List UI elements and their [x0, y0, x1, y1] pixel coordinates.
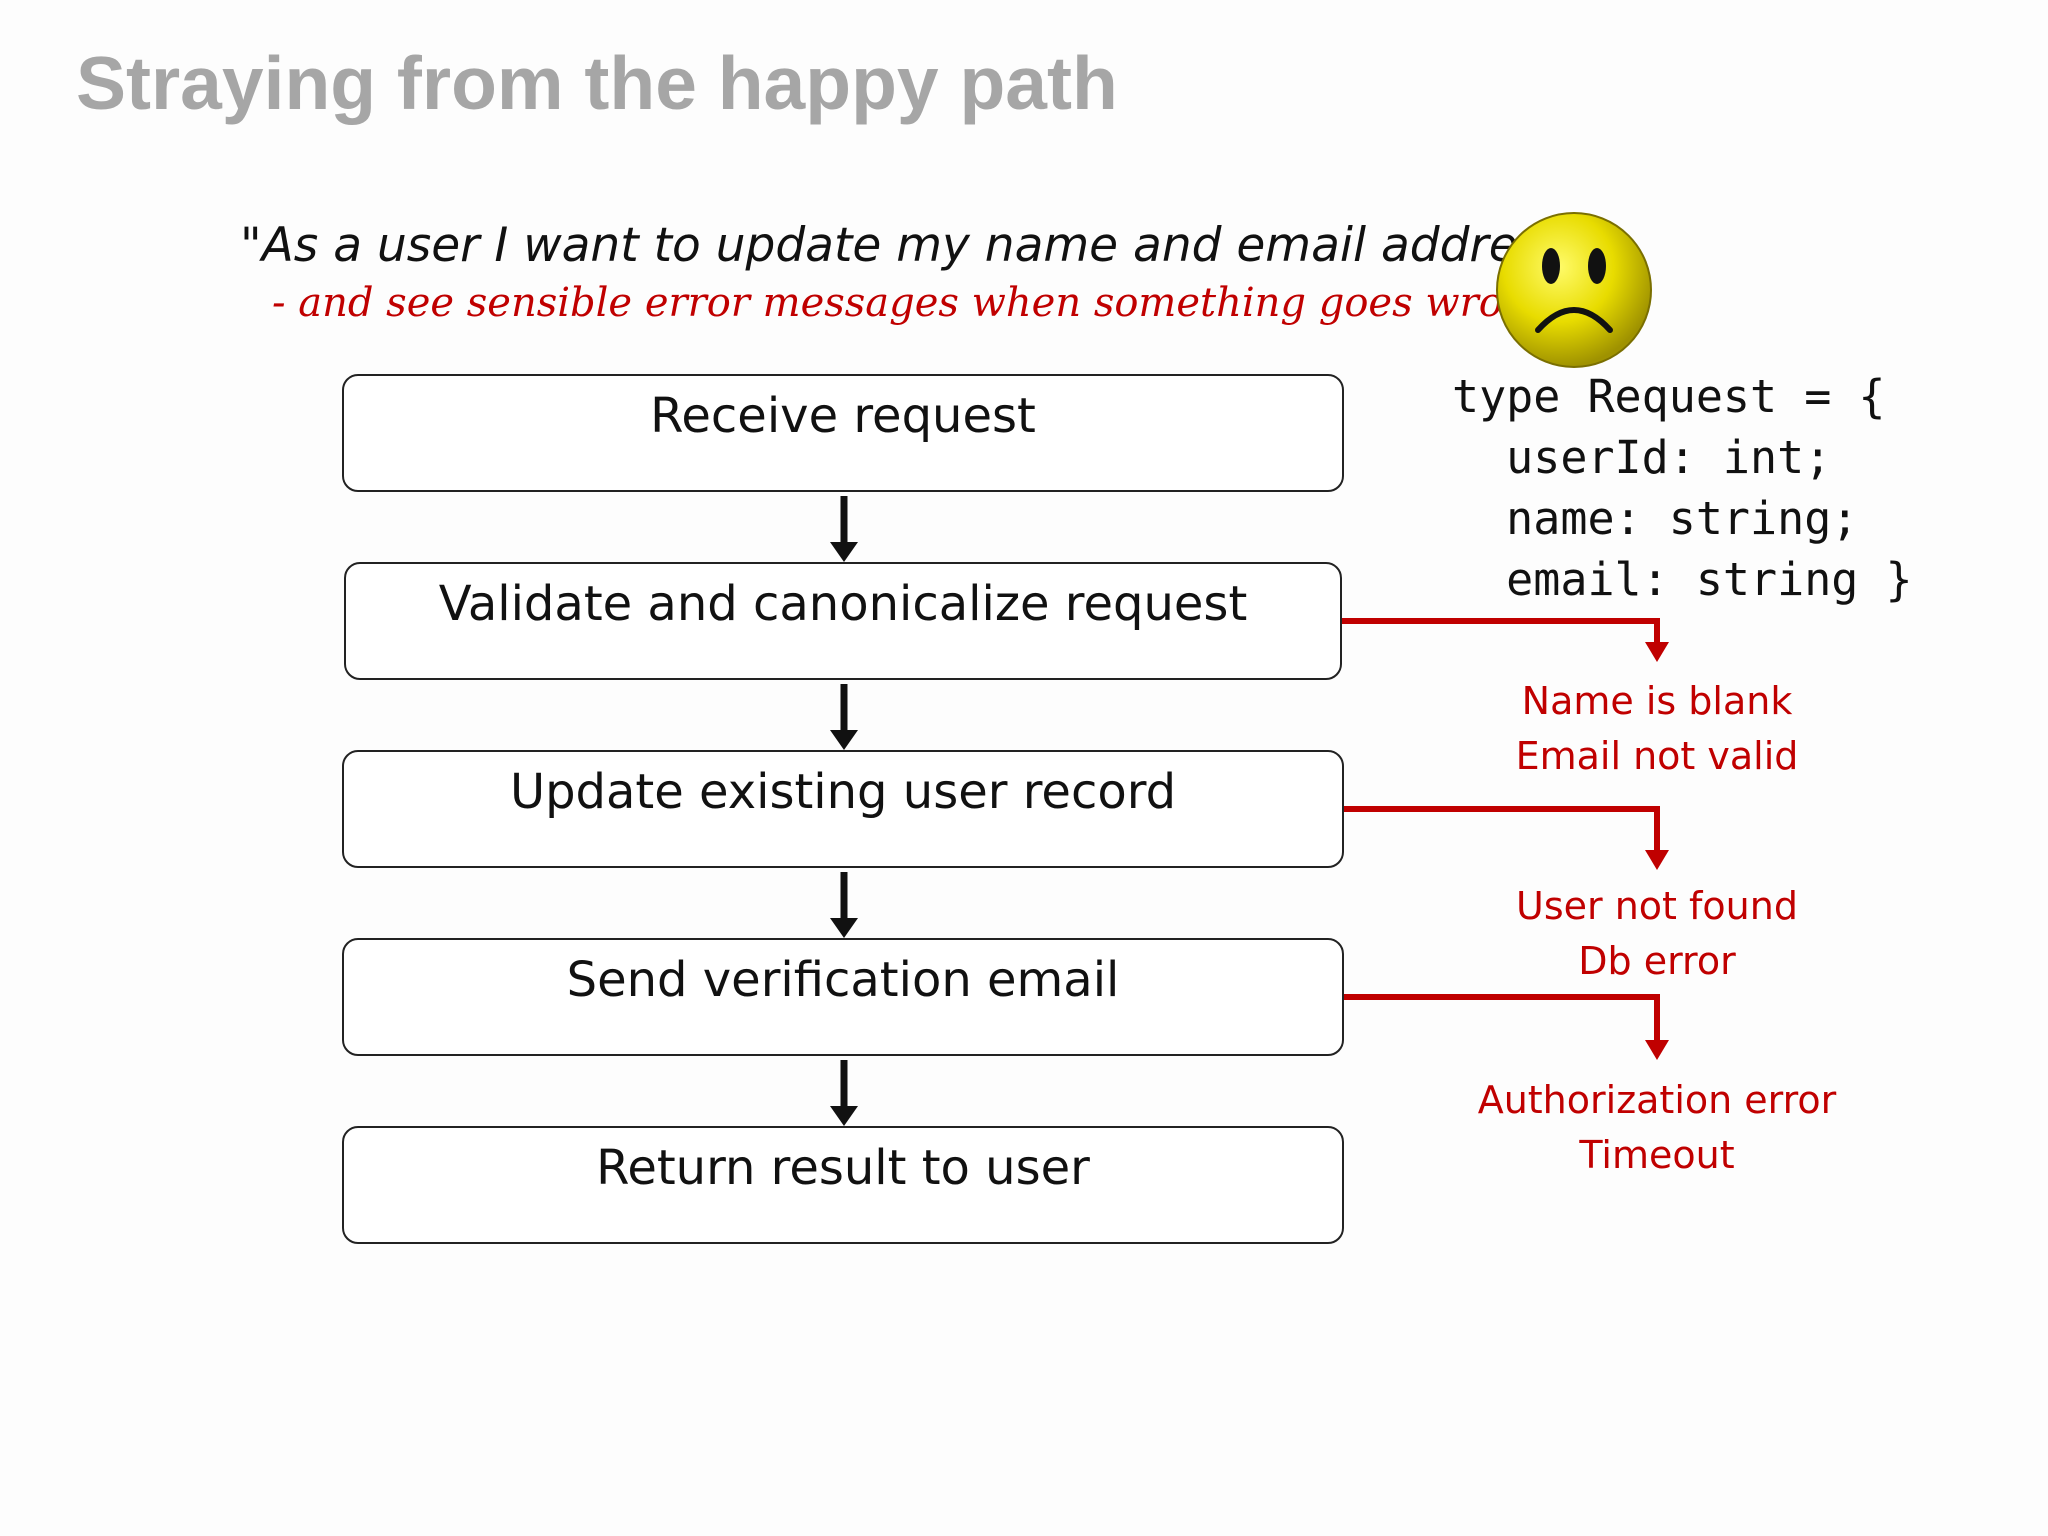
user-story-quote: "As a user I want to update my name and … — [240, 218, 1589, 273]
step-return-result: Return result to user — [342, 1126, 1344, 1244]
sad-face-icon — [1496, 212, 1652, 368]
code-line: email: string } — [1452, 553, 1913, 606]
error-message: User not found — [1516, 884, 1798, 928]
code-line: name: string; — [1452, 492, 1859, 545]
step-validate-request: Validate and canonicalize request — [344, 562, 1342, 680]
step-arrow-1 — [830, 496, 858, 562]
step-label: Validate and canonicalize request — [438, 576, 1248, 632]
error-message: Email not valid — [1515, 734, 1799, 778]
email-errors: Authorization error Timeout — [1447, 1073, 1867, 1183]
slide-title: Straying from the happy path — [76, 41, 1118, 125]
request-type-code: type Request = { userId: int; name: stri… — [1452, 366, 1913, 610]
step-update-user-record: Update existing user record — [342, 750, 1344, 868]
update-errors: User not found Db error — [1447, 879, 1867, 989]
step-arrow-3 — [830, 872, 858, 938]
error-message: Db error — [1578, 939, 1736, 983]
error-branch-validate — [1342, 618, 1669, 662]
step-send-verification-email: Send verification email — [342, 938, 1344, 1056]
step-arrow-4 — [830, 1060, 858, 1126]
error-branch-email — [1344, 994, 1669, 1060]
step-receive-request: Receive request — [342, 374, 1344, 492]
code-line: userId: int; — [1452, 431, 1832, 484]
validation-errors: Name is blank Email not valid — [1447, 674, 1867, 784]
error-message: Authorization error — [1477, 1078, 1837, 1122]
step-label: Update existing user record — [509, 764, 1177, 820]
error-message: Timeout — [1579, 1133, 1735, 1177]
code-line: type Request = { — [1452, 370, 1886, 423]
error-branch-update — [1344, 806, 1669, 870]
step-arrow-2 — [830, 684, 858, 750]
step-label: Receive request — [650, 388, 1036, 444]
step-label: Send verification email — [566, 952, 1120, 1008]
error-message: Name is blank — [1521, 679, 1793, 723]
user-story-addendum: - and see sensible error messages when s… — [272, 280, 1571, 326]
step-label: Return result to user — [596, 1140, 1090, 1196]
